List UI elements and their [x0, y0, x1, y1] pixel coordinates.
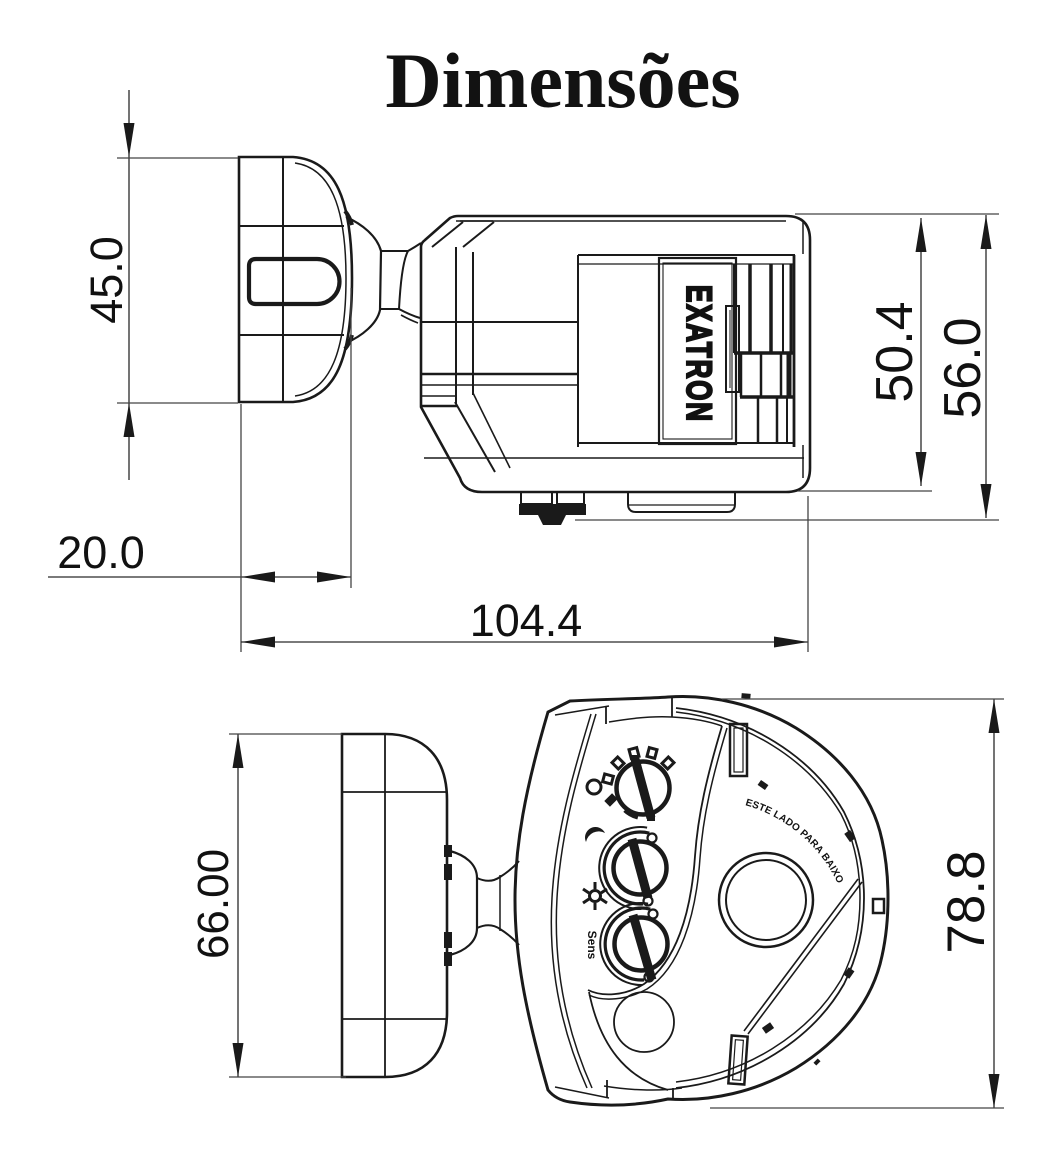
svg-text:104.4: 104.4: [470, 595, 583, 646]
svg-text:66.00: 66.00: [189, 849, 238, 959]
svg-text:45.0: 45.0: [81, 236, 132, 324]
svg-text:EXATRON: EXATRON: [679, 285, 719, 421]
svg-text:78.8: 78.8: [937, 850, 996, 953]
svg-text:20.0: 20.0: [57, 527, 145, 578]
svg-text:Sens: Sens: [585, 931, 599, 960]
svg-text:Dimensões: Dimensões: [385, 37, 740, 124]
svg-text:50.4: 50.4: [866, 301, 924, 402]
svg-text:56.0: 56.0: [934, 317, 992, 418]
